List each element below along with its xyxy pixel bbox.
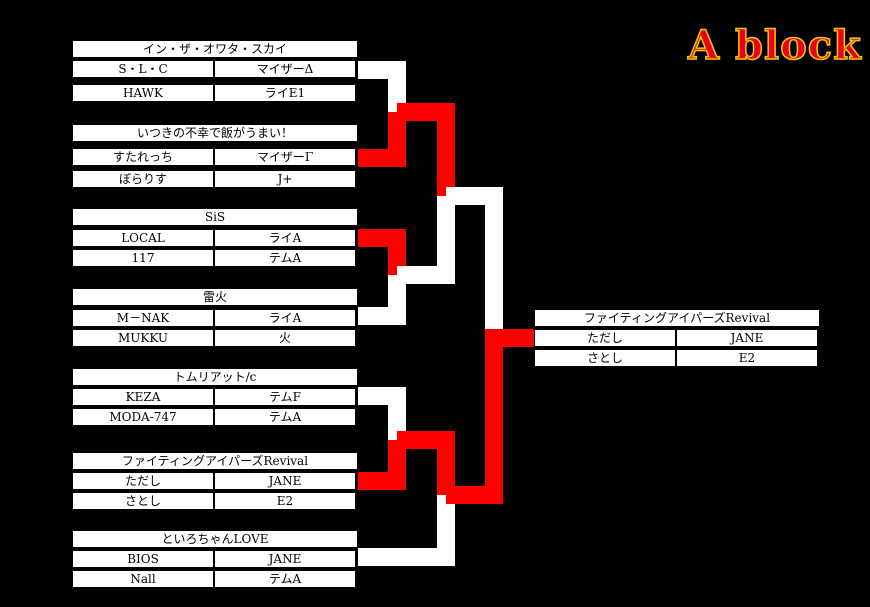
member-name: BIOS xyxy=(72,550,214,568)
team-name: 雷火 xyxy=(72,288,358,306)
member-mech: テムF xyxy=(214,388,356,406)
member-name: すたれっち xyxy=(72,148,214,166)
member-name: ぼらりす xyxy=(72,170,214,188)
member-mech: 火 xyxy=(214,329,356,347)
member-name: LOCAL xyxy=(72,229,214,247)
bracket-line-r3-a xyxy=(446,187,503,338)
bracket-line-team2 xyxy=(358,229,406,275)
winner-member-name: さとし xyxy=(534,349,676,367)
winner-member-name: ただし xyxy=(534,329,676,347)
member-name: 117 xyxy=(72,249,214,267)
member-mech: ライE1 xyxy=(214,84,356,102)
bracket-line-team5 xyxy=(358,440,406,490)
member-mech: E2 xyxy=(214,492,356,510)
block-title: A block xyxy=(687,21,862,70)
member-name: MUKKU xyxy=(72,329,214,347)
member-name: HAWK xyxy=(72,84,214,102)
member-mech: テムA xyxy=(214,249,356,267)
bracket-line-r2-b xyxy=(397,196,455,284)
winner-member-mech: JANE xyxy=(676,329,818,347)
member-mech: J+ xyxy=(214,170,356,188)
bracket-line-team6 xyxy=(358,495,455,566)
winner-member-mech: E2 xyxy=(676,349,818,367)
bracket-line-team0 xyxy=(358,61,406,112)
member-name: Nall xyxy=(72,570,214,588)
member-name: ただし xyxy=(72,472,214,490)
bracket-line-team4 xyxy=(358,387,406,440)
team-name: ファイティングアイパーズRevival xyxy=(72,452,358,470)
bracket-line-team3 xyxy=(358,275,406,325)
team-name: といろちゃんLOVE xyxy=(72,530,358,548)
member-mech: マイザーΓ xyxy=(214,148,356,166)
member-mech: JANE xyxy=(214,472,356,490)
team-name: いつきの不幸で飯がうまい！ xyxy=(72,124,358,142)
member-mech: マイザーΔ xyxy=(214,60,356,78)
member-name: KEZA xyxy=(72,388,214,406)
team-name: トムリアット/c xyxy=(72,368,358,386)
member-name: S・L・C xyxy=(72,60,214,78)
bracket-line-team1 xyxy=(358,112,406,167)
member-name: M－NAK xyxy=(72,309,214,327)
bracket-line-r2-a xyxy=(397,103,455,196)
member-name: さとし xyxy=(72,492,214,510)
member-mech: JANE xyxy=(214,550,356,568)
bracket-line-r3-b xyxy=(446,338,503,504)
member-mech: テムA xyxy=(214,408,356,426)
member-name: MODA-747 xyxy=(72,408,214,426)
member-mech: ライA xyxy=(214,309,356,327)
winner-team-name: ファイティングアイパーズRevival xyxy=(534,309,820,327)
member-mech: テムA xyxy=(214,570,356,588)
bracket-line-r2-c xyxy=(397,431,455,495)
team-name: イン・ザ・オワタ・スカイ xyxy=(72,40,358,58)
team-name: SiS xyxy=(72,208,358,226)
member-mech: ライA xyxy=(214,229,356,247)
